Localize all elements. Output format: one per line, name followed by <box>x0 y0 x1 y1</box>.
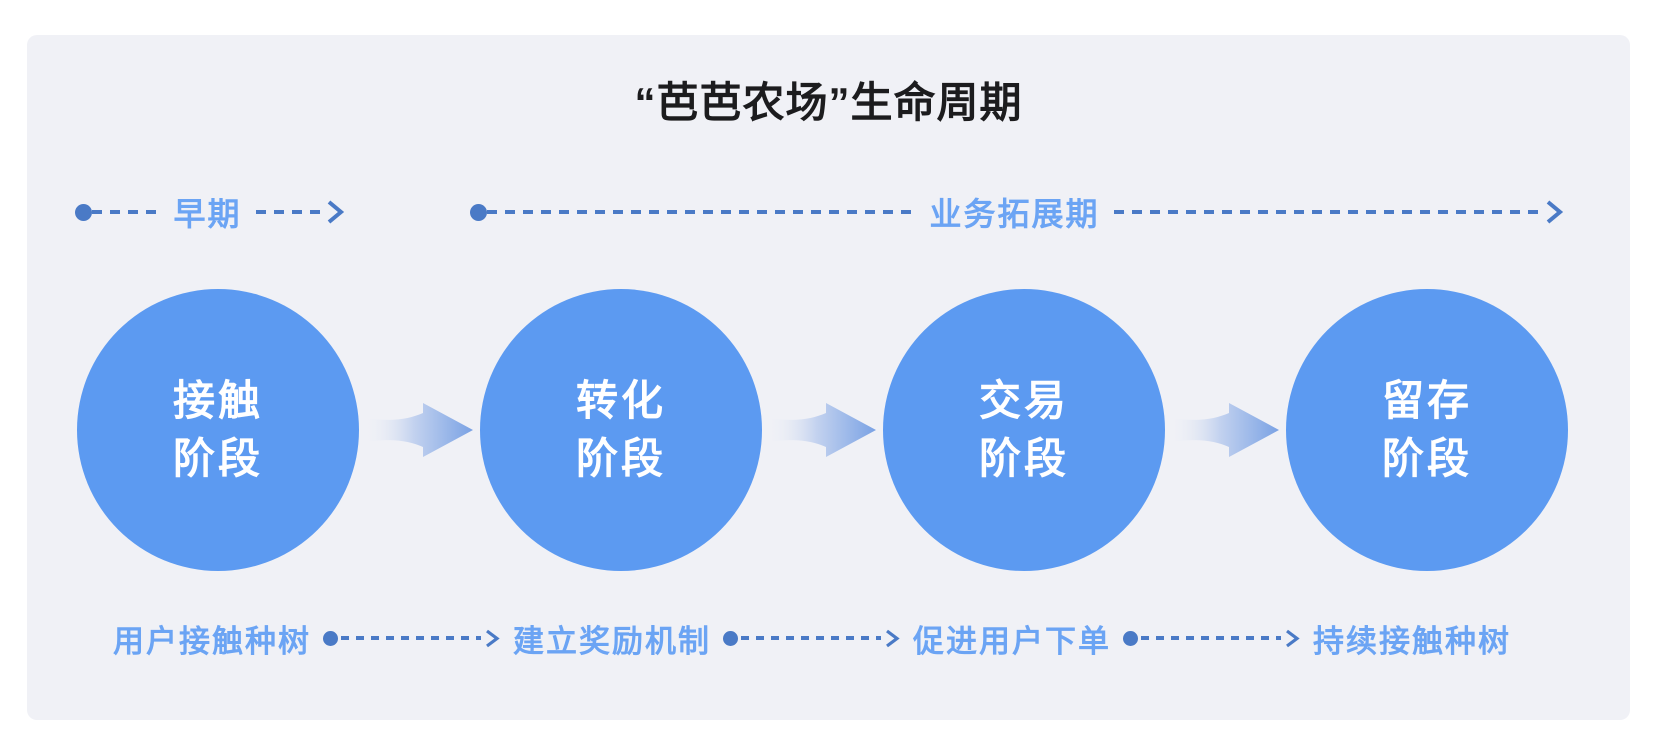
phase-timeline-early: 早期 <box>75 195 347 232</box>
dashed-line <box>1113 210 1543 214</box>
dashed-line <box>92 210 160 214</box>
stage-circle-transaction: 交易 阶段 <box>883 289 1165 571</box>
dashed-line <box>1141 636 1281 640</box>
arrow-right-icon <box>327 200 345 224</box>
bottom-label-contact-trees: 用户接触种树 <box>113 623 311 659</box>
bottom-labels-row: 用户接触种树 建立奖励机制 促进用户下单 持续接触种树 <box>113 621 1511 659</box>
stage-label-line2: 阶段 <box>575 435 666 482</box>
arrow-right-icon <box>1286 629 1300 647</box>
stage-label-line1: 留存 <box>1381 377 1472 424</box>
stage-label-line2: 阶段 <box>978 435 1069 482</box>
timeline-dot <box>1123 630 1138 646</box>
arrow-right-icon <box>1546 200 1564 224</box>
stage-label-line1: 接触 <box>172 377 263 424</box>
timeline-dot <box>75 203 92 221</box>
bottom-connector <box>1123 628 1301 649</box>
stage-circle-contact: 接触 阶段 <box>77 289 359 571</box>
diagram-card: “芭芭农场”生命周期 早期 业务拓展期 接触 阶段 转化 阶段 交易 阶段 留存… <box>27 35 1630 720</box>
flow-arrow-icon <box>365 403 473 457</box>
timeline-dot <box>470 203 487 221</box>
bottom-label-promote-orders: 促进用户下单 <box>913 623 1111 659</box>
timeline-dot <box>323 630 338 646</box>
stage-label-line2: 阶段 <box>172 435 263 482</box>
dashed-line <box>487 210 916 214</box>
bottom-connector <box>723 628 901 649</box>
dashed-line <box>741 636 881 640</box>
bottom-label-reward-mechanism: 建立奖励机制 <box>513 623 711 659</box>
flow-arrow-icon <box>1171 403 1279 457</box>
bottom-connector <box>323 628 501 649</box>
stage-circle-retention: 留存 阶段 <box>1286 289 1568 571</box>
phase-timeline-expansion: 业务拓展期 <box>470 195 1566 232</box>
stage-label-line1: 交易 <box>978 377 1069 424</box>
phase-label-expansion: 业务拓展期 <box>929 196 1100 232</box>
stage-label-line2: 阶段 <box>1381 435 1472 482</box>
bottom-label-continuous-contact: 持续接触种树 <box>1313 623 1511 659</box>
dashed-line <box>341 636 481 640</box>
dashed-line <box>255 210 324 214</box>
arrow-right-icon <box>486 629 500 647</box>
phase-label-early: 早期 <box>173 196 242 232</box>
stage-label-line1: 转化 <box>575 377 666 424</box>
timeline-dot <box>723 630 738 646</box>
arrow-right-icon <box>886 629 900 647</box>
stage-circle-conversion: 转化 阶段 <box>480 289 762 571</box>
flow-arrow-icon <box>768 403 876 457</box>
diagram-title: “芭芭农场”生命周期 <box>634 79 1023 126</box>
